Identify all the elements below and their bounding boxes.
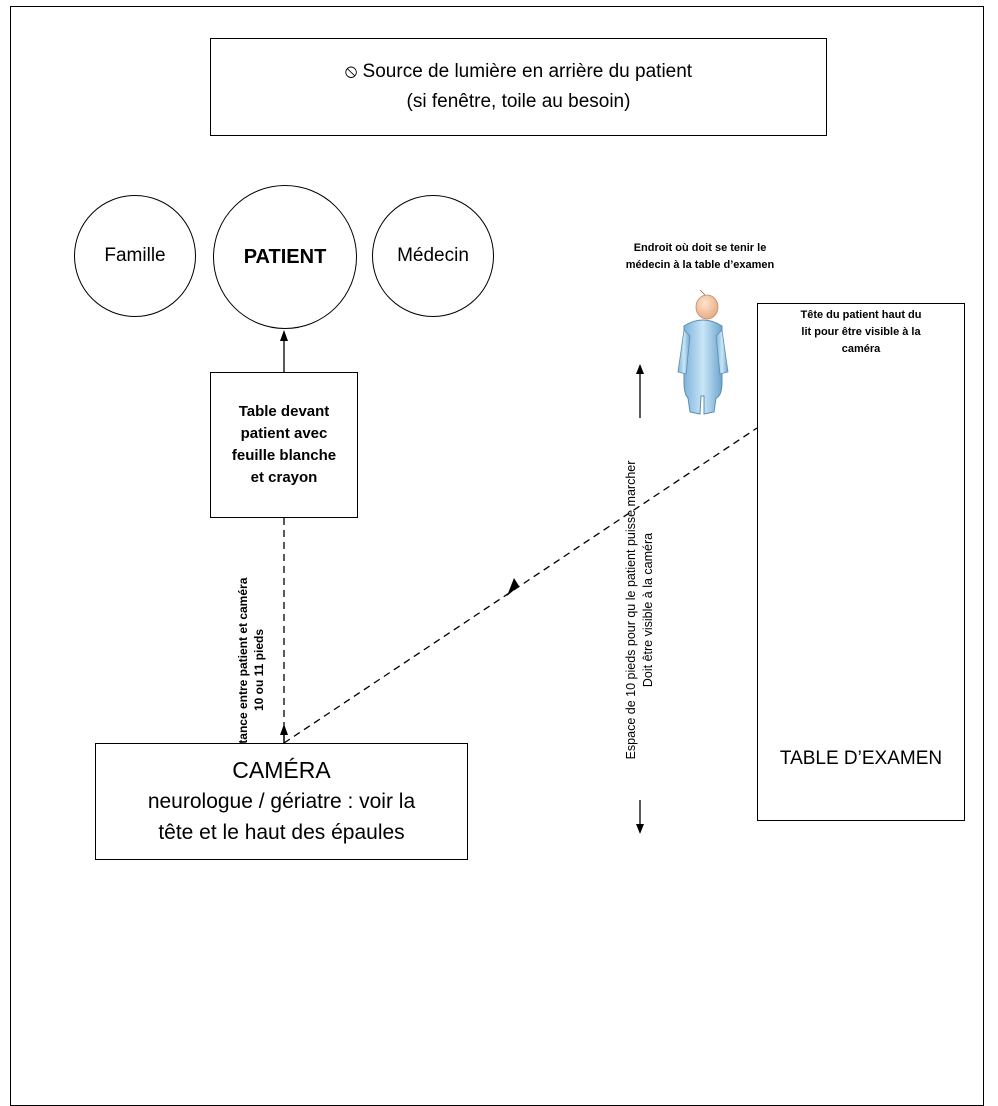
walking-space-top-arrowhead — [636, 364, 644, 374]
camera-line-1: neurologue / gériatre : voir la — [147, 790, 416, 813]
camera-title: CAMÉRA — [232, 757, 331, 783]
doctor-position-line-1: Endroit où doit se tenir le — [633, 242, 767, 254]
patient-table-line-1: Table devant — [238, 403, 330, 420]
doctor-position-caption: Endroit où doit se tenir le médecin à la… — [620, 240, 780, 274]
doctor-label: Médecin — [397, 245, 469, 266]
table-to-patient-arrowhead — [280, 330, 288, 341]
patient-table-line-4: et crayon — [250, 469, 318, 486]
light-source-note: ⦸ Source de lumière en arrière du patien… — [210, 38, 827, 136]
patient-circle: PATIENT — [213, 185, 357, 329]
walking-space-label: Espace de 10 pieds pour qu le patient pu… — [623, 461, 657, 760]
walking-space-line-2: Doit être visible à la caméra — [641, 532, 655, 688]
camera-box: CAMÉRA neurologue / gériatre : voir la t… — [95, 743, 468, 860]
distance-line-2: 10 ou 11 pieds — [252, 628, 266, 712]
doctor-position-line-2: médecin à la table d’examen — [625, 259, 775, 271]
exam-table-caption: Tête du patient haut du lit pour être vi… — [772, 307, 950, 358]
exam-caption-line-3: caméra — [841, 343, 881, 355]
family-label: Famille — [104, 245, 166, 266]
exam-table-box — [757, 303, 965, 821]
camera-line-2: tête et le haut des épaules — [158, 821, 405, 844]
doctor-circle: Médecin — [372, 195, 494, 317]
light-source-line-1: ⦸ Source de lumière en arrière du patien… — [344, 61, 693, 82]
distance-label: Distance entre patient et caméra 10 ou 1… — [235, 578, 267, 763]
doctor-figure-icon — [677, 289, 729, 415]
distance-line-1: Distance entre patient et caméra — [236, 577, 250, 763]
patient-label: PATIENT — [243, 245, 327, 268]
exam-caption-line-2: lit pour être visible à la — [801, 326, 921, 338]
camera-line-arrowhead — [280, 724, 288, 735]
patient-table-line-3: feuille blanche — [231, 447, 337, 464]
patient-table-line-2: patient avec — [240, 425, 328, 442]
patient-table-box: Table devant patient avec feuille blanch… — [210, 372, 358, 518]
exam-caption-line-1: Tête du patient haut du — [800, 309, 922, 321]
diagonal-arrowhead — [507, 578, 519, 596]
exam-table-label: TABLE D’EXAMEN — [779, 748, 943, 769]
walking-space-bottom-arrowhead — [636, 824, 644, 834]
family-circle: Famille — [74, 195, 196, 317]
walking-space-line-1: Espace de 10 pieds pour qu le patient pu… — [624, 460, 638, 760]
light-source-line-2: (si fenêtre, toile au besoin) — [406, 91, 631, 112]
camera-exam-diagonal-line — [283, 427, 758, 744]
